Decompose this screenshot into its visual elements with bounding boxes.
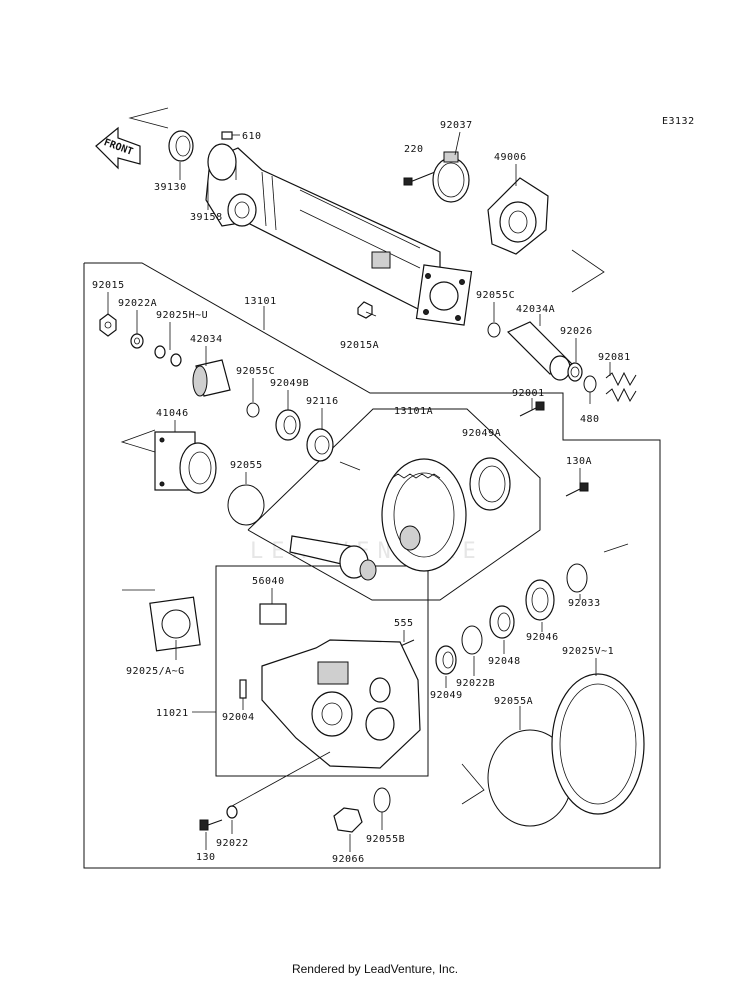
label-555: 555	[394, 618, 414, 629]
bolt-92001-part	[519, 401, 545, 417]
label-42034: 42034	[190, 334, 223, 345]
label-92015A: 92015A	[340, 340, 379, 351]
gear-case-11021-part	[261, 639, 421, 769]
label-39130: 39130	[154, 182, 187, 193]
label-92015: 92015	[92, 280, 125, 291]
label-92025V1: 92025V~1	[562, 646, 614, 657]
label-92049: 92049	[430, 690, 463, 701]
label-92055C-top: 92055C	[476, 290, 515, 301]
label-220: 220	[404, 144, 424, 155]
leader-lines	[107, 131, 611, 852]
label-610: 610	[242, 131, 262, 142]
label-92037: 92037	[440, 120, 473, 131]
nut-92015A-part	[357, 301, 373, 319]
axle-housing-part	[205, 143, 473, 326]
label-13101A: 13101A	[394, 406, 433, 417]
housing-41046-part	[154, 431, 217, 494]
spring-92081-part	[605, 371, 637, 403]
label-92025AG: 92025/A~G	[126, 666, 185, 677]
assembly-outline-13101	[83, 262, 661, 869]
circlip-480-part	[583, 375, 597, 393]
label-13101: 13101	[244, 296, 277, 307]
label-92055C-mid: 92055C	[236, 366, 275, 377]
clamp-92037-part	[432, 151, 470, 203]
label-130A: 130A	[566, 456, 592, 467]
washer-92022B-part	[461, 625, 483, 655]
diagram-code: E3132	[662, 116, 695, 127]
label-92049B: 92049B	[270, 378, 309, 389]
circlip-92033-part	[566, 563, 588, 593]
oring-92055C-mid-part	[246, 402, 260, 418]
label-92055B: 92055B	[366, 834, 405, 845]
ring-gear-13101A-part	[381, 458, 467, 572]
bearing-92046-part	[525, 579, 555, 621]
label-11021: 11021	[156, 708, 189, 719]
label-42034A: 42034A	[516, 304, 555, 315]
bolt-130-part	[199, 819, 223, 831]
label-92022B: 92022B	[456, 678, 495, 689]
spline-42034-part	[192, 359, 231, 397]
washer-92022-part	[226, 805, 238, 819]
label-56040: 56040	[252, 576, 285, 587]
seal-39130-part	[168, 130, 194, 162]
bearing-92048-part	[489, 605, 515, 639]
label-92004: 92004	[222, 712, 255, 723]
label-56040-part	[259, 603, 287, 625]
label-92022: 92022	[216, 838, 249, 849]
label-41046: 41046	[156, 408, 189, 419]
front-arrow-icon: FRONT	[95, 126, 141, 170]
label-92026: 92026	[560, 326, 593, 337]
oring-92055B-part	[373, 787, 391, 813]
gasket-92025V-part	[551, 673, 645, 815]
label-480: 480	[580, 414, 600, 425]
guide-arrows	[120, 107, 629, 805]
label-92049A: 92049A	[462, 428, 501, 439]
pinion-shaft-part	[289, 535, 377, 581]
label-92046: 92046	[526, 632, 559, 643]
plug-92066-part	[333, 807, 363, 833]
seal-92049A-part	[469, 457, 511, 511]
part-labels: 39130 610 39158 220 92037 49006 92015 92…	[92, 120, 631, 865]
bolt-130A-part	[565, 482, 589, 497]
footer-credit: Rendered by LeadVenture, Inc.	[291, 962, 459, 976]
label-92066: 92066	[332, 854, 365, 865]
plug-610-part	[221, 131, 233, 140]
label-92033: 92033	[568, 598, 601, 609]
label-92116: 92116	[306, 396, 339, 407]
stud-92004-part	[239, 679, 247, 699]
seal-92049B-part	[275, 409, 301, 441]
nut-92015-part	[99, 313, 117, 337]
gasket-92025A-part	[149, 596, 201, 652]
boot-49006-part	[487, 177, 549, 255]
shims-92025H-part	[154, 345, 182, 367]
label-92025HU: 92025H~U	[156, 310, 208, 321]
label-92022A: 92022A	[118, 298, 157, 309]
seal-92049-part	[435, 645, 457, 675]
label-49006: 49006	[494, 152, 527, 163]
label-92055A: 92055A	[494, 696, 533, 707]
label-39158: 39158	[190, 212, 223, 223]
ring-92026-part	[567, 362, 583, 382]
oring-92055-part	[227, 484, 265, 526]
label-130: 130	[196, 852, 216, 863]
oring-92055C-top-part	[487, 322, 501, 338]
label-92055: 92055	[230, 460, 263, 471]
label-92081: 92081	[598, 352, 631, 363]
label-92048: 92048	[488, 656, 521, 667]
assembly-outline-13101A	[247, 408, 541, 601]
assembly-outline-11021	[215, 565, 429, 777]
washer-92022A-part	[130, 333, 144, 349]
bearing-92116-part	[306, 428, 334, 462]
label-92001: 92001	[512, 388, 545, 399]
